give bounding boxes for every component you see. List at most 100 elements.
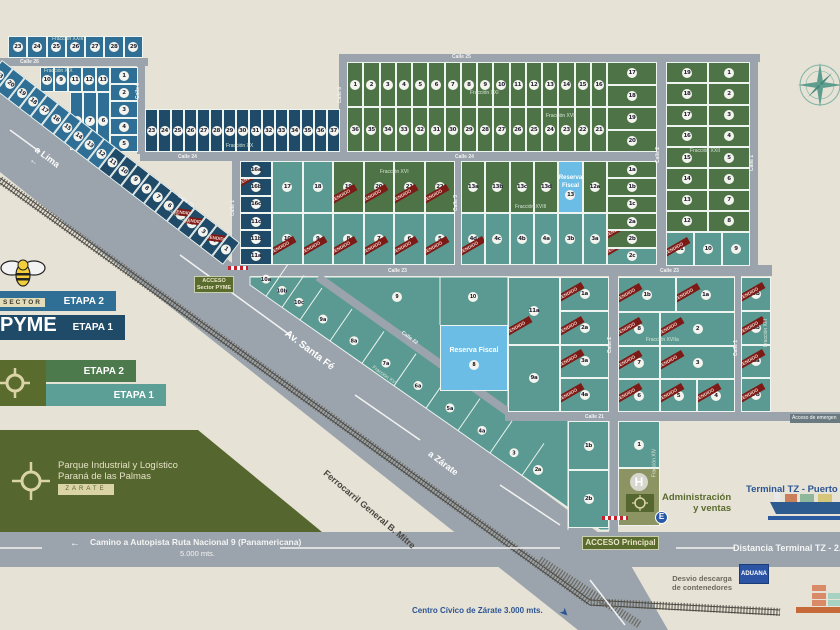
lot-2[interactable]: 2 xyxy=(708,83,750,105)
lot-30[interactable]: 30 xyxy=(236,109,249,152)
lot-1b[interactable]: 1b xyxy=(607,178,657,196)
lot-35[interactable]: 35 xyxy=(301,109,314,152)
lot-11[interactable]: 11 xyxy=(509,62,526,107)
lot-7a[interactable]: 7a xyxy=(381,358,391,368)
lot-15[interactable]: 15 xyxy=(574,62,591,107)
lot-1[interactable]: 1 xyxy=(347,62,364,107)
lot-10[interactable]: 10VENDIDO xyxy=(272,213,303,265)
lot-15[interactable]: 15 xyxy=(666,147,708,169)
lot-31[interactable]: 31 xyxy=(249,109,262,152)
lot-37[interactable]: 37 xyxy=(327,109,340,152)
lot-1a[interactable]: 1a xyxy=(607,161,657,179)
lot-10[interactable]: 10 xyxy=(694,232,722,266)
lot-5[interactable]: 5 xyxy=(110,135,138,152)
lot-12[interactable]: 12 xyxy=(525,62,542,107)
lot-1[interactable]: 1 xyxy=(110,67,138,84)
lot-26[interactable]: 26 xyxy=(509,107,526,152)
lot-13[interactable]: 13 xyxy=(666,189,708,211)
lot-27[interactable]: 27 xyxy=(493,107,510,152)
lot-6[interactable]: 6 xyxy=(708,168,750,190)
lot-29[interactable]: 29 xyxy=(223,109,236,152)
lot-9[interactable]: 9VENDIDO xyxy=(302,213,333,265)
lot-4[interactable]: 4 xyxy=(110,118,138,135)
lot-18[interactable]: 18 xyxy=(607,84,657,107)
lot-3a[interactable]: 3a xyxy=(582,213,607,265)
lot-1c[interactable]: 1c xyxy=(607,195,657,213)
lot-11[interactable]: 11VENDIDO xyxy=(666,232,694,266)
lot-25[interactable]: 25 xyxy=(171,109,184,152)
lot-10b[interactable]: 10b xyxy=(277,285,288,295)
lot-26[interactable]: 26 xyxy=(65,36,86,58)
lot-28[interactable]: 28 xyxy=(210,109,223,152)
lot-4b[interactable]: 4b xyxy=(509,213,534,265)
lot-19[interactable]: 19 xyxy=(666,62,708,84)
lot-35[interactable]: 35 xyxy=(363,107,380,152)
lot-27[interactable]: 27 xyxy=(85,36,105,58)
lot-26[interactable]: 26 xyxy=(184,109,197,152)
lot-1[interactable]: 1 xyxy=(708,62,750,84)
lot-12[interactable]: 12 xyxy=(82,67,96,92)
lot-11[interactable]: 11 xyxy=(68,67,82,92)
lot-3[interactable]: 3 xyxy=(379,62,396,107)
lot-9[interactable]: 9 xyxy=(392,292,402,302)
lot-19[interactable]: 19VENDIDO xyxy=(333,161,364,213)
lot-36[interactable]: 36 xyxy=(314,109,327,152)
lot-22[interactable]: 22VENDIDO xyxy=(424,161,455,213)
lot-10a[interactable]: 10a xyxy=(261,274,271,284)
lot-3[interactable]: 3 xyxy=(708,104,750,126)
lot-10[interactable]: 10 xyxy=(468,292,478,302)
lot-17[interactable]: 17 xyxy=(272,161,303,213)
lot-13b[interactable]: 13b xyxy=(485,161,510,213)
lot-23[interactable]: 23 xyxy=(558,107,575,152)
lot-16[interactable]: 16 xyxy=(590,62,607,107)
lot-32[interactable]: 32 xyxy=(262,109,275,152)
lot-18[interactable]: 18 xyxy=(666,83,708,105)
lot-11a[interactable]: 11a xyxy=(240,247,272,265)
lot-16b[interactable]: 16bVENDIDO xyxy=(240,178,272,196)
lot-6[interactable]: 6 xyxy=(428,62,445,107)
lot-21[interactable]: 21VENDIDO xyxy=(394,161,425,213)
lot-4a[interactable]: 4a xyxy=(477,425,487,435)
lot-6a[interactable]: 6a xyxy=(413,381,423,391)
lot-12a[interactable]: 12a xyxy=(582,161,607,213)
lot-2[interactable]: 2 xyxy=(363,62,380,107)
lot-13d[interactable]: 13d xyxy=(534,161,559,213)
lot-23[interactable]: 23 xyxy=(145,109,158,152)
lot-3[interactable]: 3 xyxy=(509,448,519,458)
lot-16[interactable]: 16 xyxy=(666,125,708,147)
lot-14[interactable]: 14 xyxy=(558,62,575,107)
lot-10c[interactable]: 10c xyxy=(294,297,304,307)
lot-8[interactable]: 8 xyxy=(708,210,750,232)
lot-8a[interactable]: 8a xyxy=(349,336,359,346)
lot-33[interactable]: 33 xyxy=(275,109,288,152)
lot-3[interactable]: 3 xyxy=(110,101,138,118)
lot-10[interactable]: 10 xyxy=(40,67,54,92)
lot-9[interactable]: 9 xyxy=(54,67,68,92)
lot-34[interactable]: 34 xyxy=(379,107,396,152)
lot-9a[interactable]: 9a xyxy=(318,314,328,324)
lot-5[interactable]: 5 xyxy=(412,62,429,107)
lot-10[interactable]: 10 xyxy=(493,62,510,107)
lot-9a[interactable]: 9a xyxy=(508,344,560,412)
lot-23[interactable]: 23 xyxy=(8,36,28,58)
lot-13a[interactable]: 13a xyxy=(461,161,486,213)
lot-13[interactable]: 13 xyxy=(96,67,110,92)
lot-30[interactable]: 30 xyxy=(444,107,461,152)
lot-28[interactable]: 28 xyxy=(477,107,494,152)
lot-24[interactable]: 24 xyxy=(158,109,171,152)
lot-16c[interactable]: 16c xyxy=(240,195,272,213)
lot-36[interactable]: 36 xyxy=(347,107,364,152)
lot-32[interactable]: 32 xyxy=(412,107,429,152)
